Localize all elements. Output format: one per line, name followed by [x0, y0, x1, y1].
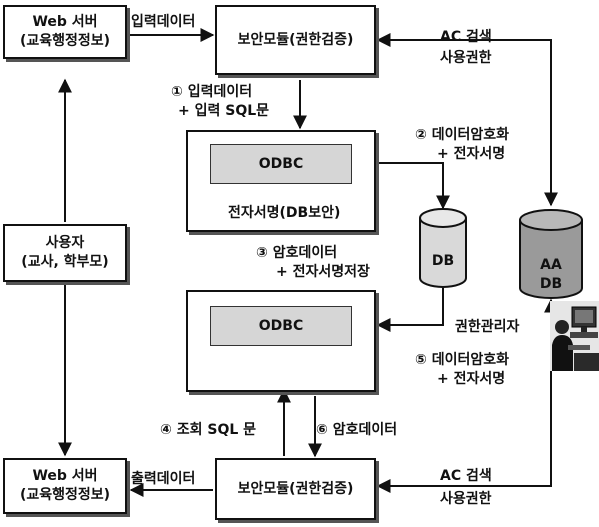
web-server-bottom-line1: Web 서버: [32, 468, 98, 484]
odbc-bottom-panel: ODBC: [186, 290, 376, 392]
step1-label: ① 입력데이터 + 입력 SQL문: [171, 83, 269, 121]
web-server-top-box: Web 서버 (교육행정정보): [3, 5, 127, 59]
aa-db-line2: DB: [539, 276, 563, 292]
aa-db-line1: AA: [540, 257, 562, 273]
web-server-bottom-line2: (교육행정정보): [19, 487, 111, 503]
step2-line2: + 전자서명: [437, 146, 506, 162]
odbc-bottom-box: ODBC: [210, 306, 352, 346]
step3-label: ③ 암호데이터 + 전자서명저장: [256, 244, 370, 282]
step6-label: ⑥ 암호데이터: [316, 422, 398, 438]
ac-search-bottom-line2: 사용권한: [440, 491, 492, 507]
security-module-bottom-box: 보안모듈(권한검증): [215, 458, 376, 520]
security-module-top-box: 보안모듈(권한검증): [215, 5, 376, 75]
ac-search-top-line2: 사용권한: [440, 50, 492, 66]
arrow-step2: [378, 162, 450, 210]
step5-label: ⑤ 데이터암호화 + 전자서명: [415, 351, 509, 389]
db-cylinder: [419, 208, 467, 288]
step2-line1: ② 데이터암호화: [415, 127, 510, 143]
output-data-label: 출력데이터: [131, 471, 196, 487]
step5-line2: + 전자서명: [437, 371, 506, 387]
user-line2: (교사, 학부모): [21, 254, 109, 270]
step1-line1: ① 입력데이터: [171, 84, 253, 100]
arrow-step3: [376, 288, 444, 332]
odbc-top-panel: ODBC 전자서명(DB보안): [186, 130, 376, 232]
aa-db-label: AA DB: [520, 256, 582, 294]
user-line1: 사용자: [45, 235, 85, 251]
ac-search-top-line1: AC 검색: [440, 29, 492, 45]
security-module-top-label: 보안모듈(권한검증): [237, 31, 354, 48]
aa-db-cylinder: [519, 209, 583, 299]
web-server-bottom-box: Web 서버 (교육행정정보): [3, 458, 127, 514]
signature-db-security-label: 전자서명(DB보안): [228, 205, 341, 221]
ac-search-bottom-label: AC 검색 사용권한: [440, 467, 492, 509]
user-box: 사용자 (교사, 학부모): [3, 224, 127, 282]
web-server-top-line2: (교육행정정보): [19, 33, 111, 49]
step4-label: ④ 조회 SQL 문: [160, 422, 257, 438]
web-server-top-line1: Web 서버: [32, 14, 98, 30]
step3-line1: ③ 암호데이터: [256, 245, 338, 261]
odbc-top-label: ODBC: [258, 156, 304, 172]
step3-line2: + 전자서명저장: [276, 264, 370, 280]
rights-management-label: 권한관리자: [455, 319, 520, 335]
odbc-bottom-label: ODBC: [258, 318, 304, 334]
step1-line2: + 입력 SQL문: [178, 103, 270, 119]
administrator-with-computer-icon: [550, 301, 599, 371]
step5-line1: ⑤ 데이터암호화: [415, 352, 510, 368]
odbc-top-box: ODBC: [210, 144, 352, 184]
db-label: DB: [431, 253, 455, 269]
ac-search-top-label: AC 검색 사용권한: [440, 28, 492, 68]
arrow-ac-search-top: [376, 33, 558, 207]
security-module-bottom-label: 보안모듈(권한검증): [237, 480, 354, 497]
step2-label: ② 데이터암호화 + 전자서명: [415, 126, 509, 164]
ac-search-bottom-line1: AC 검색: [440, 468, 492, 484]
input-data-label: 입력데이터: [131, 14, 196, 30]
